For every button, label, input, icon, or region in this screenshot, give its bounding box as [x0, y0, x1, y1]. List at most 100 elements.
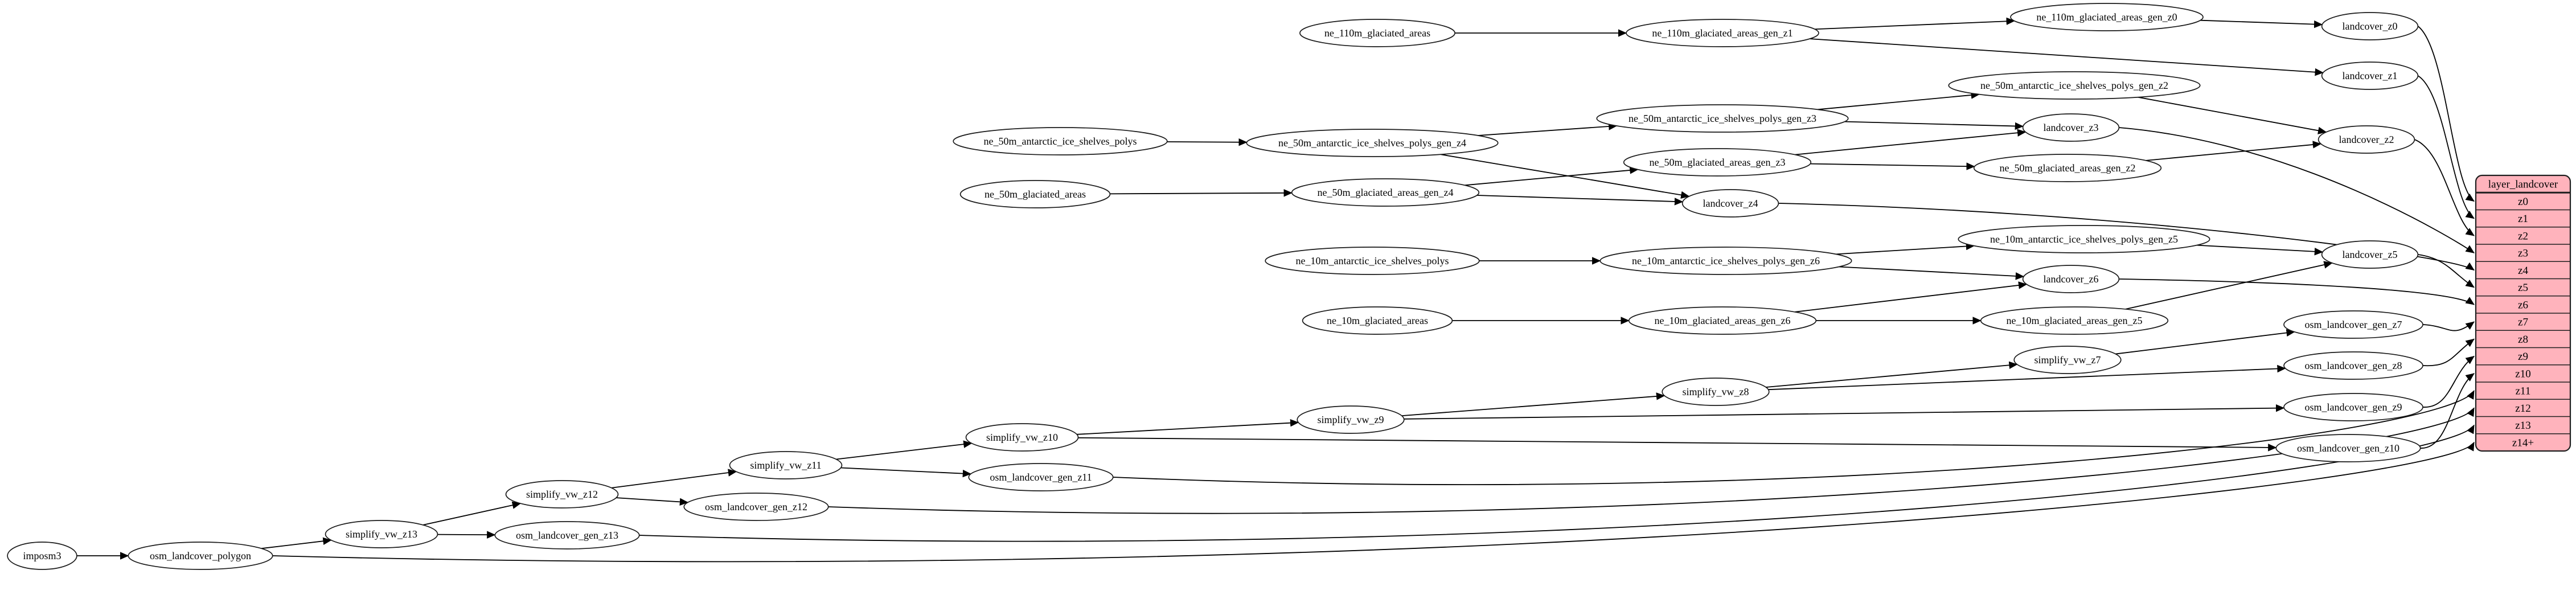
node-label: simplify_vw_z13 — [346, 528, 417, 540]
node-label: ne_50m_antarctic_ice_shelves_polys — [984, 136, 1137, 147]
edge-osm_landcover_polygon-to-layer_landcover-z14+ — [272, 441, 2475, 563]
node-landcover_z4: landcover_z4 — [1681, 189, 1779, 218]
node-ellipse — [1626, 19, 1819, 47]
edge-ne_50m_glaciated_areas-to-ne_50m_glaciated_areas_gen_z4 — [1110, 189, 1293, 197]
node-ellipse — [2321, 240, 2419, 269]
table-row-z8: z8 — [2518, 334, 2528, 346]
edge-simplify_vw_z8-to-osm_landcover_gen_z8 — [1768, 364, 2286, 391]
node-ne_10m_antarctic_ice_shelves_polys_gen_z5: ne_10m_antarctic_ice_shelves_polys_gen_z… — [1958, 225, 2210, 253]
node-label: ne_10m_glaciated_areas_gen_z5 — [2007, 315, 2143, 326]
edge-ne_10m_antarctic_ice_shelves_polys_gen_z6-to-landcover_z6 — [1839, 266, 2025, 280]
node-ellipse — [729, 451, 843, 479]
edge-simplify_vw_z12-to-simplify_vw_z11 — [611, 469, 737, 489]
node-ellipse — [2321, 61, 2419, 90]
node-osm_landcover_gen_z12: osm_landcover_gen_z12 — [683, 493, 829, 521]
edge-ne_110m_glaciated_areas_gen_z0-to-landcover_z0 — [2200, 19, 2323, 28]
edge-ne_10m_glaciated_areas_gen_z6-to-landcover_z6 — [1795, 281, 2028, 313]
node-osm_landcover_gen_z10: osm_landcover_gen_z10 — [2275, 434, 2421, 462]
node-label: landcover_z0 — [2343, 20, 2398, 32]
edge-simplify_vw_z9-to-osm_landcover_gen_z9 — [1404, 404, 2285, 420]
edge-ne_110m_glaciated_areas_gen_z1-to-ne_110m_glaciated_areas_gen_z0 — [1815, 17, 2015, 30]
node-label: ne_10m_antarctic_ice_shelves_polys_gen_z… — [1990, 233, 2178, 245]
edge-ne_50m_antarctic_ice_shelves_polys_gen_z2-to-landcover_z2 — [2138, 96, 2327, 134]
edge-ne_10m_antarctic_ice_shelves_polys_gen_z6-to-ne_10m_antarctic_ice_shelves_polys_gen_z5 — [1835, 242, 1975, 255]
edge-simplify_vw_z8-to-simplify_vw_z7 — [1766, 361, 2018, 388]
node-landcover_z2: landcover_z2 — [2317, 125, 2415, 154]
node-label: simplify_vw_z7 — [2034, 354, 2101, 366]
edge-ne_50m_glaciated_areas_gen_z3-to-landcover_z3 — [1795, 129, 2027, 155]
node-ellipse — [494, 521, 640, 550]
graph-nodes: ne_110m_glaciated_areas ne_110m_glaciated… — [7, 3, 2423, 570]
edge-landcover_z1-to-layer_landcover-z1 — [2417, 75, 2475, 219]
table-row-z7: z7 — [2518, 317, 2528, 329]
table-row-z3: z3 — [2518, 248, 2528, 260]
node-ellipse — [1980, 306, 2169, 335]
node-label: landcover_z3 — [2044, 122, 2099, 133]
node-ellipse — [505, 480, 619, 509]
node-simplify_vw_z12: simplify_vw_z12 — [505, 480, 619, 509]
edge-ne_110m_glaciated_areas_gen_z1-to-landcover_z1 — [1810, 38, 2324, 76]
node-label: landcover_z4 — [1703, 198, 1758, 209]
node-landcover_z1: landcover_z1 — [2321, 61, 2419, 90]
edge-ne_50m_glaciated_areas_gen_z3-to-ne_50m_glaciated_areas_gen_z2 — [1810, 162, 1975, 170]
node-ellipse — [2275, 434, 2421, 462]
edge-osm_landcover_gen_z10-to-layer_landcover-z10 — [2420, 373, 2475, 449]
node-label: osm_landcover_gen_z11 — [990, 471, 1092, 483]
table-row-z11: z11 — [2516, 386, 2531, 397]
node-ne_50m_glaciated_areas_gen_z4: ne_50m_glaciated_areas_gen_z4 — [1291, 178, 1480, 207]
node-osm_landcover_gen_z7: osm_landcover_gen_z7 — [2283, 310, 2423, 339]
table-row-z13: z13 — [2515, 420, 2530, 432]
node-label: osm_landcover_gen_z8 — [2305, 360, 2402, 371]
node-ne_110m_glaciated_areas_gen_z1: ne_110m_glaciated_areas_gen_z1 — [1626, 19, 1819, 47]
node-label: ne_50m_antarctic_ice_shelves_polys_gen_z… — [1629, 113, 1816, 124]
node-landcover_z0: landcover_z0 — [2321, 12, 2419, 40]
node-label: osm_landcover_gen_z9 — [2305, 401, 2402, 413]
edge-osm_landcover_polygon-to-simplify_vw_z13 — [261, 537, 332, 550]
node-ellipse — [2283, 393, 2423, 421]
edge-ne_50m_antarctic_ice_shelves_polys_gen_z4-to-ne_50m_antarctic_ice_shelves_polys_gen_z3 — [1478, 122, 1618, 136]
node-ne_10m_glaciated_areas_gen_z5: ne_10m_glaciated_areas_gen_z5 — [1980, 306, 2169, 335]
node-ellipse — [683, 493, 829, 521]
node-ellipse — [325, 520, 438, 548]
edge-ne_10m_glaciated_areas_gen_z5-to-landcover_z5 — [2125, 261, 2333, 310]
node-osm_landcover_gen_z9: osm_landcover_gen_z9 — [2283, 393, 2423, 421]
edge-osm_landcover_gen_z12-to-layer_landcover-z12 — [828, 407, 2475, 514]
edge-ne_50m_glaciated_areas_gen_z4-to-landcover_z4 — [1476, 195, 1684, 206]
node-osm_landcover_gen_z8: osm_landcover_gen_z8 — [2283, 351, 2423, 380]
node-label: landcover_z6 — [2044, 273, 2099, 285]
node-label: ne_10m_antarctic_ice_shelves_polys — [1296, 255, 1449, 266]
node-simplify_vw_z7: simplify_vw_z7 — [2013, 346, 2122, 374]
node-ne_110m_glaciated_areas: ne_110m_glaciated_areas — [1299, 19, 1455, 47]
edge-ne_50m_antarctic_ice_shelves_polys_gen_z3-to-ne_50m_antarctic_ice_shelves_polys_gen_z2 — [1817, 91, 1980, 110]
edge-ne_50m_antarctic_ice_shelves_polys_gen_z4-to-landcover_z4 — [1440, 154, 1690, 199]
node-imposm3: imposm3 — [7, 542, 77, 570]
node-label: ne_110m_glaciated_areas_gen_z1 — [1652, 27, 1792, 39]
node-label: ne_50m_glaciated_areas_gen_z4 — [1318, 187, 1454, 198]
node-ne_50m_antarctic_ice_shelves_polys_gen_z2: ne_50m_antarctic_ice_shelves_polys_gen_z… — [1948, 71, 2201, 100]
node-ellipse — [2010, 3, 2204, 31]
node-ellipse — [1623, 148, 1812, 177]
node-label: ne_50m_glaciated_areas — [985, 188, 1086, 200]
node-ellipse — [2321, 12, 2419, 40]
node-ellipse — [1291, 178, 1480, 207]
node-ellipse — [1973, 154, 2162, 182]
node-ellipse — [128, 542, 273, 570]
table-row-z4: z4 — [2518, 265, 2528, 277]
edge-landcover_z2-to-layer_landcover-z2 — [2414, 139, 2475, 236]
node-simplify_vw_z8: simplify_vw_z8 — [1662, 378, 1770, 406]
node-ellipse — [1662, 378, 1770, 406]
node-label: landcover_z2 — [2339, 134, 2394, 145]
node-ellipse — [959, 180, 1111, 208]
node-ne_50m_antarctic_ice_shelves_polys_gen_z3: ne_50m_antarctic_ice_shelves_polys_gen_z… — [1596, 104, 1849, 133]
node-ellipse — [1948, 71, 2201, 100]
node-osm_landcover_polygon: osm_landcover_polygon — [128, 542, 273, 570]
edge-landcover_z6-to-layer_landcover-z6 — [2119, 278, 2475, 305]
node-ne_50m_glaciated_areas_gen_z3: ne_50m_glaciated_areas_gen_z3 — [1623, 148, 1812, 177]
graph-edges — [76, 17, 2475, 563]
node-label: ne_50m_antarctic_ice_shelves_polys_gen_z… — [1980, 80, 2168, 91]
node-ne_50m_glaciated_areas: ne_50m_glaciated_areas — [959, 180, 1111, 208]
table-title: layer_landcover — [2488, 179, 2558, 191]
node-label: osm_landcover_gen_z12 — [705, 501, 807, 512]
node-label: ne_50m_glaciated_areas_gen_z3 — [1650, 157, 1786, 168]
node-ne_10m_glaciated_areas: ne_10m_glaciated_areas — [1302, 306, 1453, 335]
